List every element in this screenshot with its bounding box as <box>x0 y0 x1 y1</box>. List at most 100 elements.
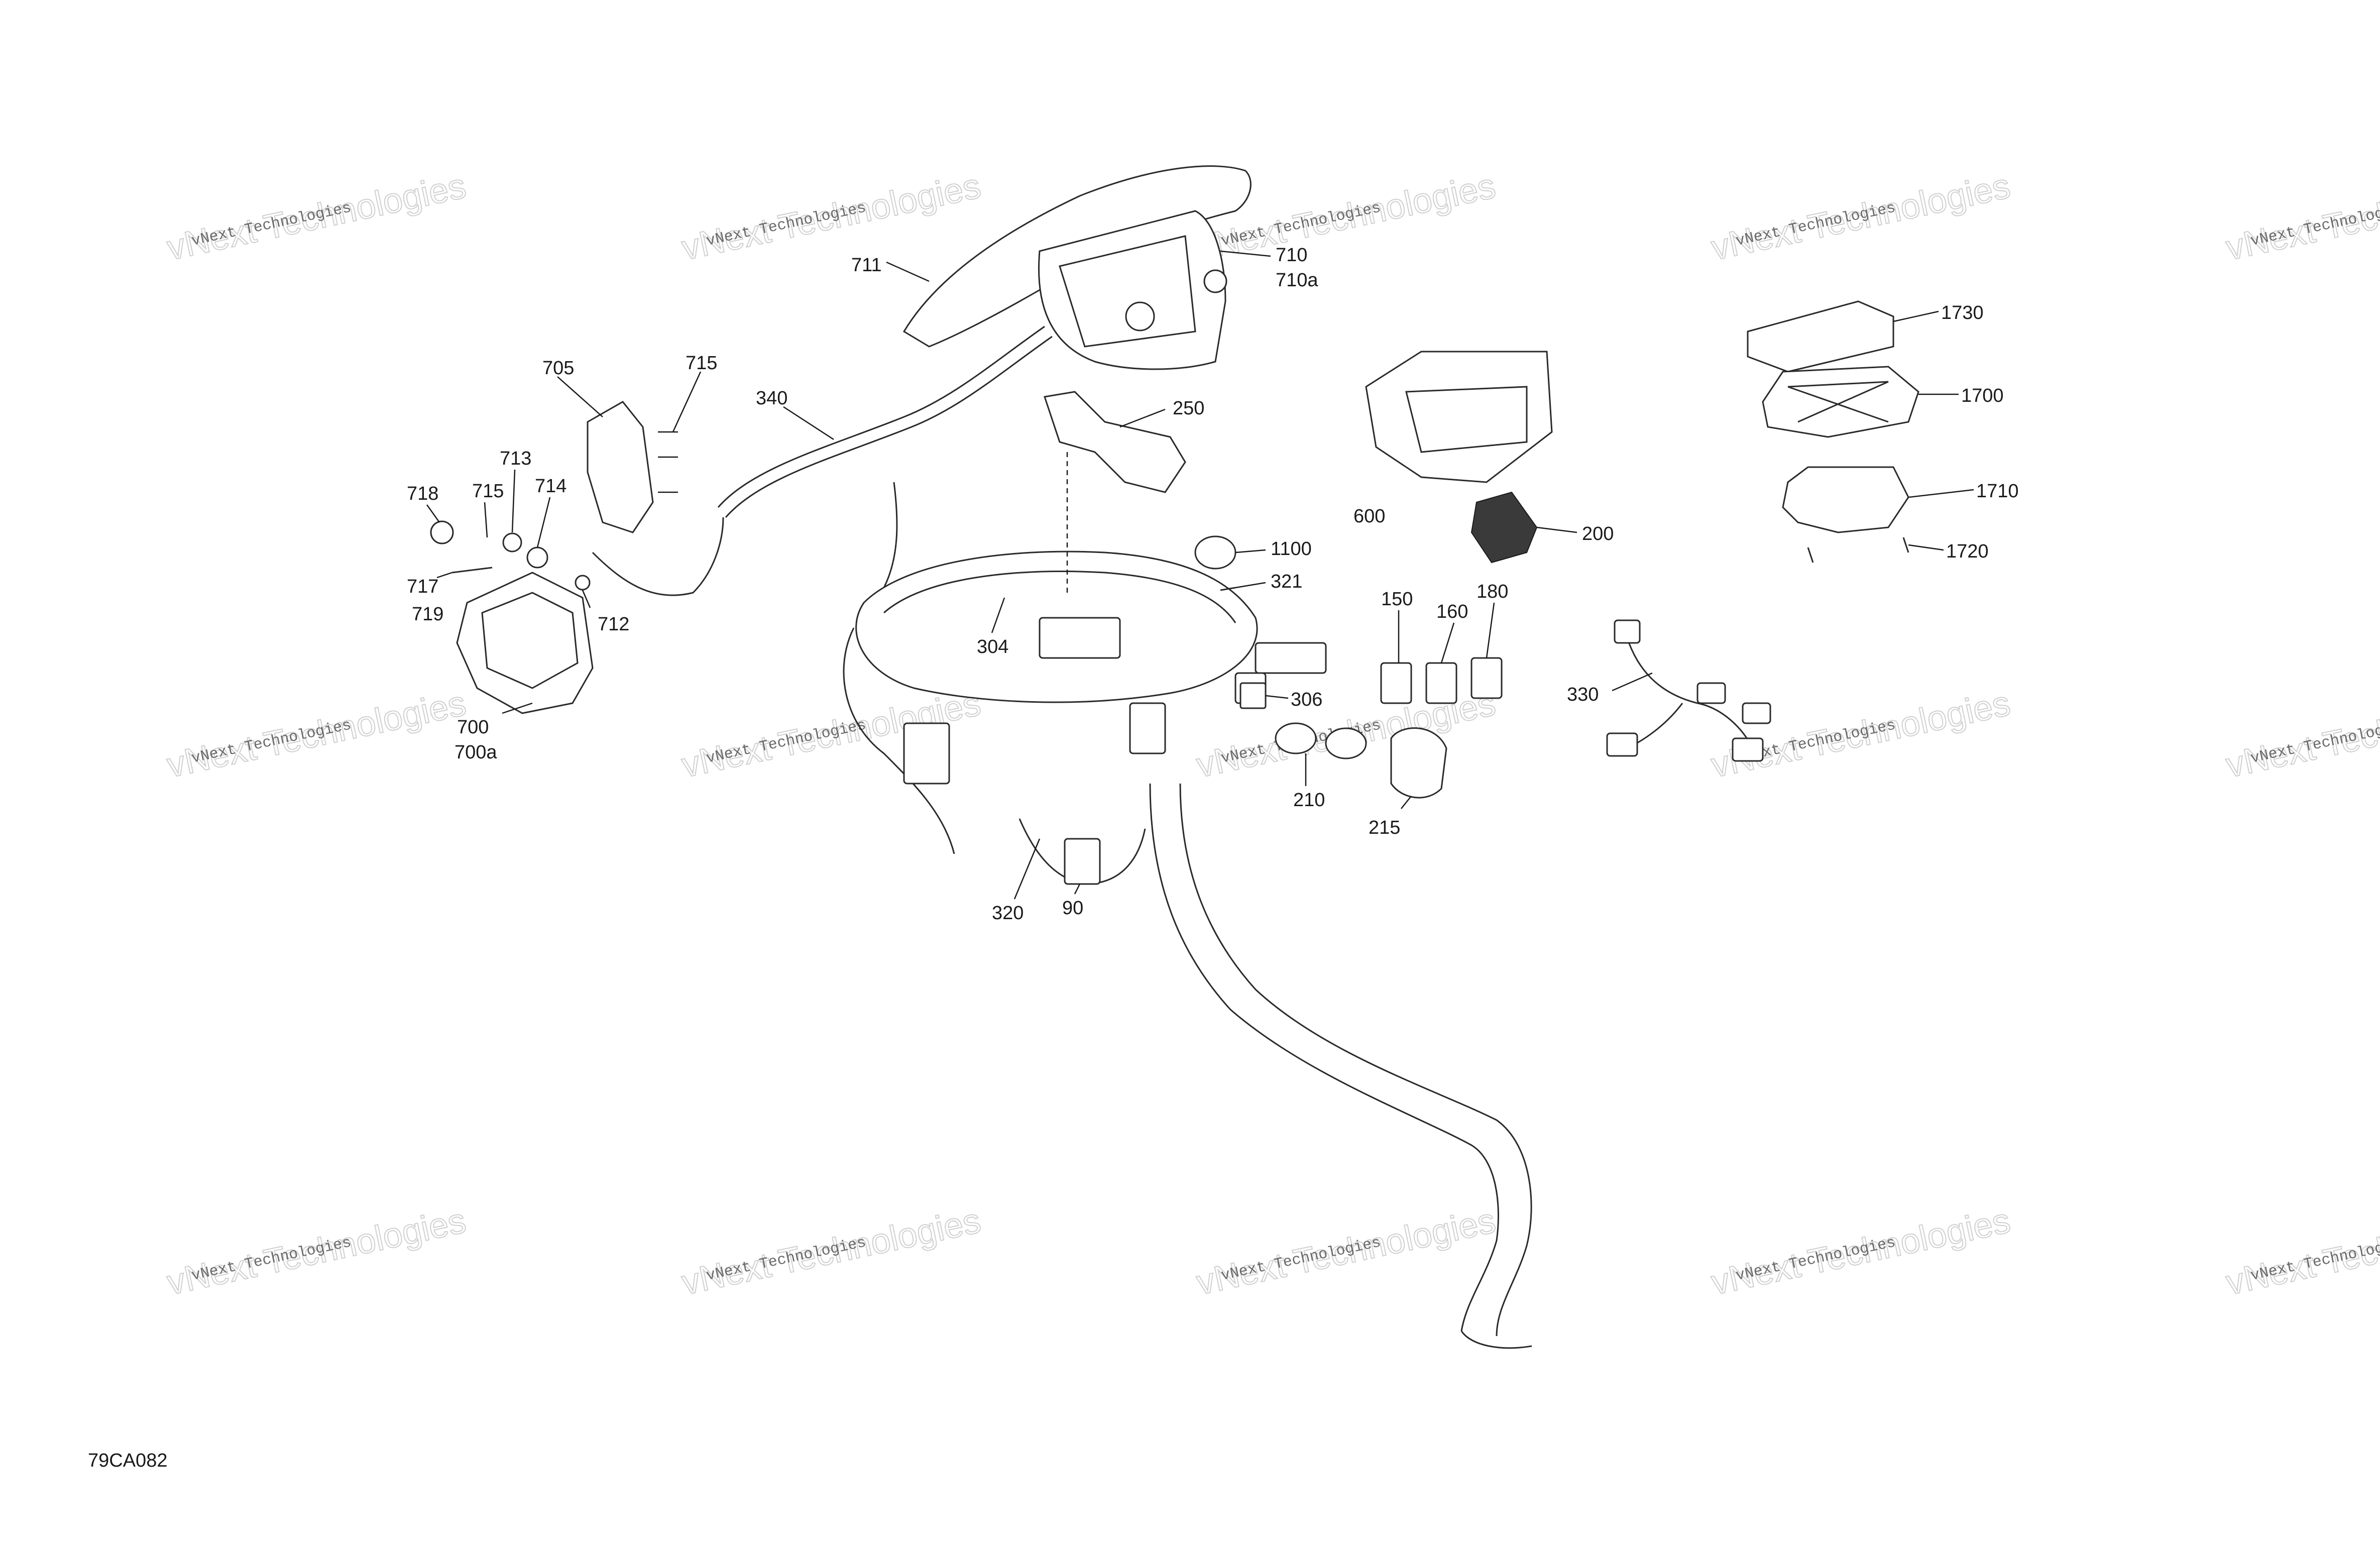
socket-ring-210 <box>1325 727 1367 759</box>
callout-340: 340 <box>756 388 787 409</box>
leader-1720 <box>1908 544 1944 551</box>
connector-block <box>1129 702 1166 754</box>
module-grid-detail <box>1787 381 1889 423</box>
bracket-1710 <box>1782 466 1909 533</box>
harness-main-loop-inner <box>883 571 1236 623</box>
callout-710: 710 <box>1276 245 1307 266</box>
callout-180: 180 <box>1477 581 1508 602</box>
callout-700a: 700a <box>455 742 497 763</box>
cover-1730 <box>1747 300 1894 373</box>
leader-715 <box>672 371 702 432</box>
screw-1720 <box>1807 547 1814 563</box>
callout-711: 711 <box>851 255 882 276</box>
module-group <box>1747 300 1919 563</box>
switch-180 <box>1470 657 1503 699</box>
leader-712 <box>582 590 591 608</box>
callout-304: 304 <box>977 636 1008 657</box>
callout-1700: 1700 <box>1961 385 2004 406</box>
callout-1710: 1710 <box>1976 481 2019 502</box>
leader-306 <box>1265 695 1289 699</box>
leader-215 <box>1401 796 1412 809</box>
leader-700 <box>502 702 533 714</box>
main-wiring-harness <box>592 325 1327 885</box>
watermark-tile: vNext Technologies vNext Technologies <box>1708 165 2014 268</box>
leader-714 <box>536 497 551 548</box>
leader-717 <box>436 572 452 579</box>
connector-block <box>903 722 950 785</box>
watermark-tile: vNext Technologies vNext Technologies <box>2222 165 2380 268</box>
callout-710a: 710a <box>1276 270 1318 291</box>
callout-200: 200 <box>1582 523 1614 544</box>
side-light-lens-detail <box>481 592 579 689</box>
module-1700 <box>1762 366 1919 438</box>
watermark-tile: vNext Technologies vNext Technologies <box>1708 1200 2014 1302</box>
leader-330 <box>1612 672 1653 692</box>
callout-713: 713 <box>500 448 531 469</box>
watermark-layer: vNext Technologies vNext Technologies vN… <box>163 165 2380 1302</box>
switch-160 <box>1425 662 1457 704</box>
harness-trunk <box>1149 783 1532 1349</box>
callout-330: 330 <box>1567 684 1599 705</box>
headlight-assembly <box>902 165 1252 370</box>
instrument-cluster-group <box>1365 351 1553 564</box>
bracket-250-group <box>1044 391 1186 593</box>
callout-250: 250 <box>1173 398 1204 419</box>
harness-330-group <box>1606 619 1771 762</box>
power-socket-210 <box>1275 722 1317 754</box>
watermark-tile: vNext Technologies vNext Technologies <box>163 683 470 785</box>
watermark-tile: vNext Technologies vNext Technologies <box>163 1200 470 1302</box>
leader-321 <box>1235 582 1266 589</box>
callout-321: 321 <box>1271 571 1302 592</box>
switch-group <box>1064 657 1503 885</box>
callout-717: 717 <box>407 576 438 597</box>
screw-321 <box>1220 587 1236 591</box>
harness-340 <box>717 325 1045 508</box>
side-light-assembly <box>430 401 678 714</box>
callout-1720: 1720 <box>1946 541 1989 562</box>
diagram-reference-code: 79CA082 <box>88 1450 167 1471</box>
screw-717 <box>451 567 493 574</box>
callout-718: 718 <box>407 483 438 504</box>
mounting-bracket-705 <box>587 401 654 533</box>
headlight-housing-710 <box>1038 210 1226 370</box>
callout-160: 160 <box>1436 601 1468 622</box>
washer-713 <box>502 532 522 553</box>
callout-215: 215 <box>1369 817 1400 838</box>
leader-718 <box>426 504 440 523</box>
callout-715: 715 <box>686 353 717 374</box>
headlight-connector <box>1203 269 1227 293</box>
leader-710 <box>1220 250 1271 257</box>
screw-1720 <box>1902 537 1909 553</box>
socket-group <box>1194 535 1447 799</box>
callout-700: 700 <box>457 717 489 738</box>
connector-330-a <box>1614 619 1641 644</box>
leader-713 <box>511 469 516 533</box>
leader-lines <box>426 250 1974 900</box>
watermark-tile: vNext Technologies vNext Technologies <box>2222 1200 2380 1302</box>
leader-160 <box>1440 622 1455 664</box>
socket-cap-215 <box>1390 727 1447 799</box>
keypad-200 <box>1470 491 1538 564</box>
trunk-outline-left <box>1149 783 1499 1332</box>
callout-715b: 715 <box>472 481 504 502</box>
trunk-outline-right <box>1179 783 1532 1337</box>
watermark-tile: vNext Technologies vNext Technologies <box>163 165 470 268</box>
harness-side-branch <box>592 517 724 596</box>
headlight-inner-detail <box>1059 235 1196 348</box>
connector-block <box>1039 617 1121 659</box>
leader-180 <box>1486 602 1495 658</box>
gauge-display-window <box>1405 386 1528 453</box>
headlight-adjuster <box>1125 301 1155 332</box>
washer-714 <box>526 546 548 569</box>
leader-250 <box>1119 408 1166 428</box>
leader-711 <box>886 261 930 282</box>
callout-320: 320 <box>992 903 1024 924</box>
callout-712: 712 <box>598 614 629 635</box>
leader-1730 <box>1893 310 1939 322</box>
callout-1100: 1100 <box>1271 538 1312 560</box>
callout-90: 90 <box>1062 898 1083 919</box>
washer-718 <box>430 520 454 544</box>
switch-90 <box>1064 838 1101 885</box>
